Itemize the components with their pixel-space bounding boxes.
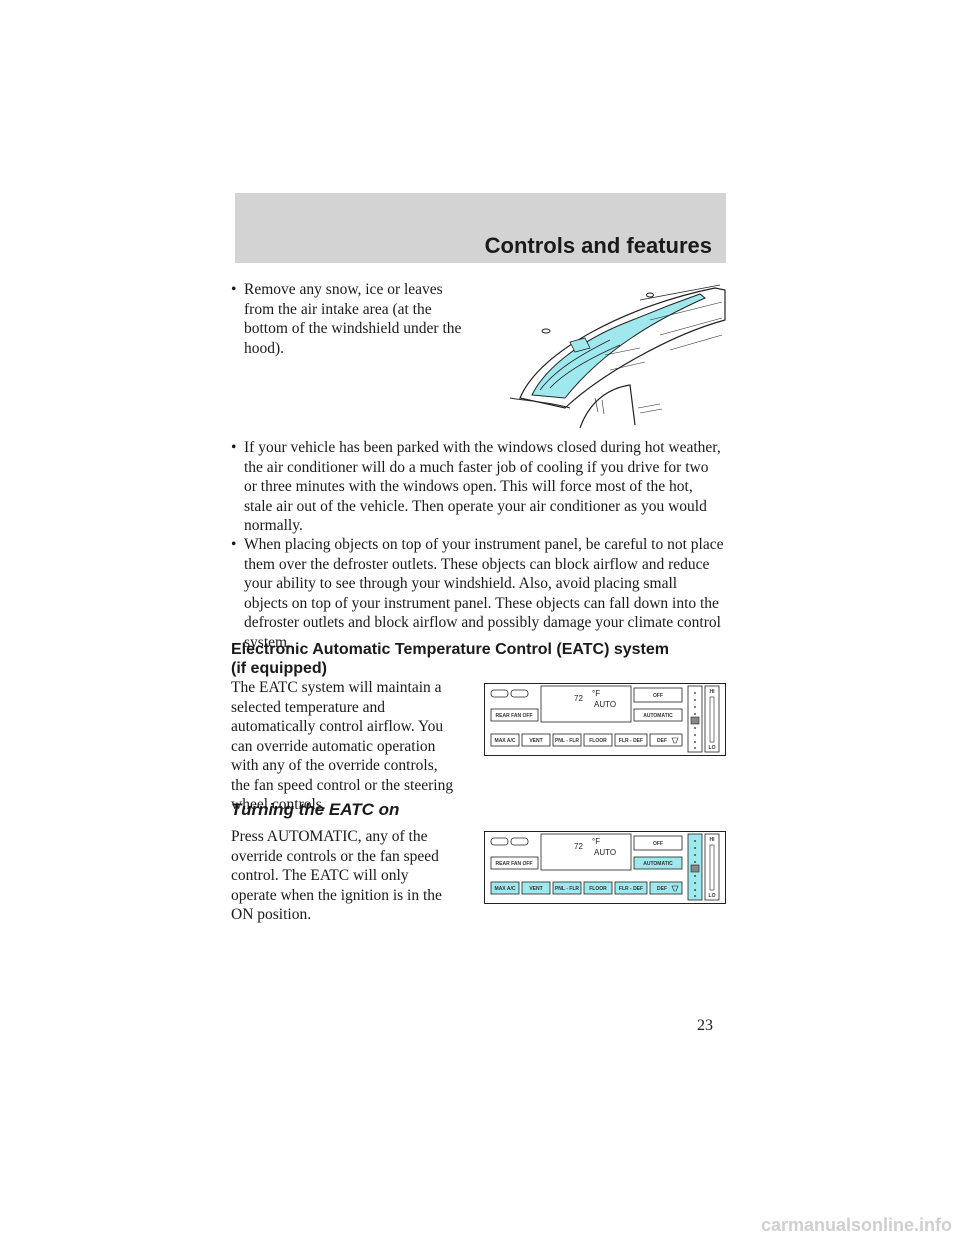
automatic-button[interactable] [633, 856, 683, 870]
temp-slider-column[interactable] [704, 833, 720, 901]
fan-speed-slider[interactable] [690, 716, 700, 725]
defrost-icon [671, 885, 679, 892]
lo-label: LO [709, 745, 716, 751]
temp-unit: °F [592, 837, 600, 846]
subsection-body: Press AUTOMATIC, any of the override con… [231, 828, 442, 923]
off-label: OFF [653, 841, 663, 847]
pnl-flr-label: PNL - FLR [555, 886, 579, 892]
floor-button[interactable] [583, 733, 613, 747]
vent-label: VENT [529, 886, 542, 892]
off-button[interactable] [633, 835, 683, 851]
eatc-panel-figure-highlighted: REAR FAN OFF 72 °F AUTO OFF AUTOMATIC MA… [484, 831, 726, 904]
lo-label: LO [709, 893, 716, 899]
temp-readout: 72 [574, 842, 583, 851]
flr-def-button[interactable] [614, 733, 648, 747]
fan-speed-slider[interactable] [690, 864, 700, 873]
temp-slider-column[interactable] [704, 685, 720, 753]
floor-label: FLOOR [589, 886, 607, 892]
watermark: carmanualsonline.info [760, 1215, 952, 1235]
bullet-dot: • [231, 281, 237, 298]
hi-label: HI [710, 689, 716, 695]
windshield-illustration [510, 284, 726, 428]
page-header: Controls and features [235, 193, 726, 263]
floor-button[interactable] [583, 881, 613, 895]
section-title: Electronic Automatic Temperature Control… [231, 641, 669, 677]
bullet-dot: • [231, 536, 237, 553]
automatic-button[interactable] [633, 708, 683, 722]
vent-label: VENT [529, 738, 542, 744]
hi-label: HI [710, 837, 716, 843]
off-label: OFF [653, 693, 663, 699]
bullet-dot: • [231, 439, 237, 456]
temp-readout: 72 [574, 694, 583, 703]
max-ac-label: MAX A/C [495, 738, 516, 744]
temp-unit: °F [592, 689, 600, 698]
eatc-panel-figure: REAR FAN OFF 72 °F AUTO OFF AUTOMATIC MA… [484, 683, 726, 756]
flr-def-button[interactable] [614, 881, 648, 895]
defrost-icon [671, 737, 679, 744]
section-body: The EATC system will maintain a selected… [231, 679, 454, 813]
mode-readout: AUTO [594, 700, 616, 709]
pnl-flr-button[interactable] [552, 733, 582, 747]
header-title: Controls and features [484, 233, 712, 258]
bullet-text: If your vehicle has been parked with the… [244, 439, 721, 534]
temperature-display [540, 685, 632, 723]
max-ac-button[interactable] [490, 881, 520, 895]
vent-button[interactable] [521, 733, 551, 747]
rear-fan-off-button[interactable] [490, 856, 539, 870]
flr-def-label: FLR - DEF [619, 886, 643, 892]
rear-fan-off-label: REAR FAN OFF [496, 861, 533, 867]
bullet-item: • If your vehicle has been parked with t… [231, 438, 724, 536]
temperature-display [540, 833, 632, 871]
pnl-flr-label: PNL - FLR [555, 738, 579, 744]
bullet-item: • Remove any snow, ice or leaves from th… [231, 280, 466, 358]
rear-button-left [490, 837, 509, 846]
max-ac-button[interactable] [490, 733, 520, 747]
mode-readout: AUTO [594, 848, 616, 857]
rear-button-left [490, 689, 509, 698]
def-label: DEF [657, 738, 667, 744]
rear-fan-off-button[interactable] [490, 708, 539, 722]
def-label: DEF [657, 886, 667, 892]
page-number: 23 [697, 1017, 713, 1034]
floor-label: FLOOR [589, 738, 607, 744]
vent-button[interactable] [521, 881, 551, 895]
rear-button-right [510, 689, 529, 698]
automatic-label: AUTOMATIC [643, 861, 673, 867]
bullet-text: Remove any snow, ice or leaves from the … [244, 281, 462, 357]
flr-def-label: FLR - DEF [619, 738, 643, 744]
bullet-text: When placing objects on top of your inst… [244, 536, 724, 651]
subsection-title: Turning the EATC on [231, 800, 400, 819]
automatic-label: AUTOMATIC [643, 713, 673, 719]
rear-fan-off-label: REAR FAN OFF [496, 713, 533, 719]
bullet-item: • When placing objects on top of your in… [231, 535, 724, 652]
rear-button-right [510, 837, 529, 846]
off-button[interactable] [633, 687, 683, 703]
max-ac-label: MAX A/C [495, 886, 516, 892]
pnl-flr-button[interactable] [552, 881, 582, 895]
